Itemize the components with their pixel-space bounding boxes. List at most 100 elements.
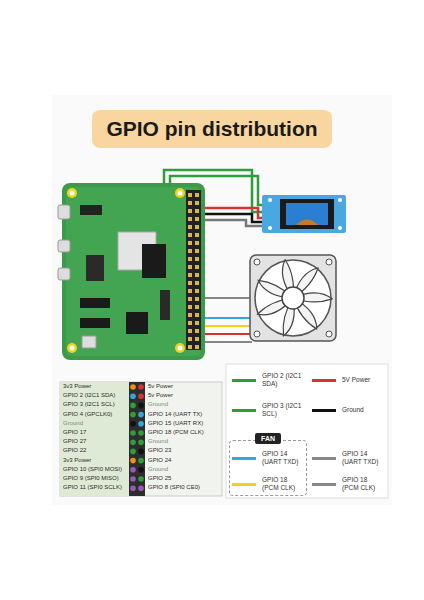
pin	[188, 225, 192, 229]
pin	[195, 289, 199, 293]
pin	[195, 201, 199, 205]
oled-module	[262, 195, 346, 233]
legend-row: 5V Power	[312, 370, 382, 390]
pin-dot	[130, 403, 136, 409]
legend-text: GPIO 14 (UART TXD)	[342, 450, 382, 466]
pin	[195, 233, 199, 237]
pin	[195, 217, 199, 221]
pin-dots	[130, 384, 144, 491]
pin	[188, 313, 192, 317]
pin-label: GPIO 8 (SPI0 CE0)	[148, 483, 200, 492]
pin	[188, 329, 192, 333]
pin	[195, 345, 199, 349]
pin-dot	[130, 421, 136, 427]
pin	[188, 241, 192, 245]
pin	[188, 289, 192, 293]
pin	[195, 193, 199, 197]
pin-label: GPIO 24	[148, 456, 171, 465]
pin	[195, 329, 199, 333]
legend-row: GPIO 14 (UART TXD)	[232, 448, 302, 468]
legend-line	[312, 379, 336, 382]
pin-label: GPIO 25	[148, 474, 171, 483]
pin	[195, 265, 199, 269]
legend-text: GPIO 2 (I2C1 SDA)	[262, 372, 302, 388]
raspberry-pi-board	[58, 183, 205, 360]
legend-line	[312, 409, 336, 412]
legend-text: Ground	[342, 406, 382, 414]
pin-dot	[130, 485, 136, 491]
pin	[188, 193, 192, 197]
pin-dot	[130, 458, 136, 464]
pin-dot	[138, 449, 144, 455]
pin-label: GPIO 14 (UART TX)	[148, 410, 202, 419]
legend-line	[232, 457, 256, 460]
pin-dot	[130, 430, 136, 436]
pin	[195, 225, 199, 229]
pin-label: 5v Power	[148, 391, 173, 400]
pin	[195, 273, 199, 277]
fan	[250, 255, 336, 341]
legend-text: GPIO 18 (PCM CLK)	[342, 476, 382, 492]
pin-table	[60, 382, 222, 496]
pin	[195, 313, 199, 317]
pin-dot	[138, 485, 144, 491]
pin-dot	[138, 384, 144, 390]
pin-label: GPIO 18 (PCM CLK)	[148, 428, 204, 437]
pin	[195, 281, 199, 285]
legend-text: 5V Power	[342, 376, 382, 384]
pin-dot	[138, 430, 144, 436]
pin-dot	[130, 384, 136, 390]
pin	[195, 209, 199, 213]
pin	[188, 281, 192, 285]
pin	[188, 257, 192, 261]
title-banner: GPIO pin distribution	[92, 110, 332, 148]
pin-label: Ground	[63, 419, 83, 428]
pin-dot	[138, 403, 144, 409]
pin	[195, 297, 199, 301]
pin	[188, 273, 192, 277]
pin	[188, 337, 192, 341]
pin	[195, 257, 199, 261]
pin	[188, 249, 192, 253]
pin	[195, 337, 199, 341]
pin-dot	[138, 467, 144, 473]
pin-label: GPIO 3 (I2C1 SCL)	[63, 400, 115, 409]
pin	[188, 305, 192, 309]
pin-label: GPIO 23	[148, 446, 171, 455]
pin-label: GPIO 22	[63, 446, 86, 455]
pin	[188, 217, 192, 221]
pin-dot	[130, 412, 136, 418]
pin	[188, 265, 192, 269]
pin	[188, 297, 192, 301]
legend-line	[312, 483, 336, 486]
legend-line	[232, 483, 256, 486]
legend-line	[312, 457, 336, 460]
pin-label: Ground	[148, 437, 168, 446]
gpio-header	[188, 193, 199, 349]
pin	[195, 241, 199, 245]
pin-label: GPIO 15 (UART RX)	[148, 419, 203, 428]
legend-text: GPIO 18 (PCM CLK)	[262, 476, 302, 492]
legend-row: Ground	[312, 400, 382, 420]
pin-label: GPIO 2 (I2C1 SDA)	[63, 391, 115, 400]
pin-label: GPIO 4 (GPCLK0)	[63, 410, 112, 419]
panel	[52, 95, 392, 505]
pin-label: GPIO 27	[63, 437, 86, 446]
pin-dot	[130, 476, 136, 482]
pin-dot	[130, 449, 136, 455]
pin-label: 5v Power	[148, 382, 173, 391]
pin-dot	[138, 393, 144, 399]
pin-dot	[138, 412, 144, 418]
pin	[188, 233, 192, 237]
legend-row: GPIO 18 (PCM CLK)	[312, 474, 382, 494]
pin-dot	[138, 458, 144, 464]
legend-text: GPIO 3 (I2C1 SCL)	[262, 402, 302, 418]
legend-row: GPIO 14 (UART TXD)	[312, 448, 382, 468]
legend-line	[232, 409, 256, 412]
legend-line	[232, 379, 256, 382]
pin-dot	[130, 467, 136, 473]
pin-dot	[138, 439, 144, 445]
pin	[195, 305, 199, 309]
pin	[188, 345, 192, 349]
pin-label: Ground	[148, 465, 168, 474]
